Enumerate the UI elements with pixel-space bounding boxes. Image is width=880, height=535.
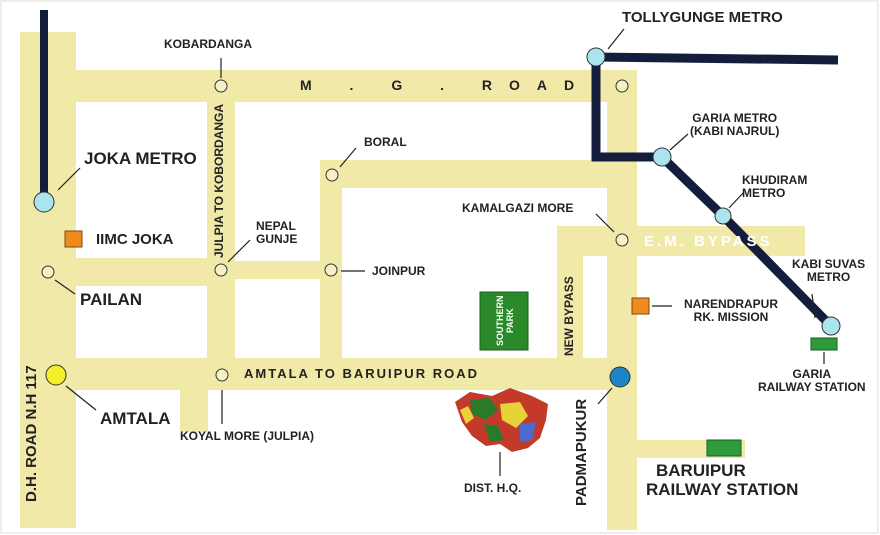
koyal-more-junction <box>215 368 229 382</box>
dist-hq-label: DIST. H.Q. <box>464 481 522 495</box>
iimc-joka-marker <box>64 230 83 248</box>
boral-junction <box>325 168 339 182</box>
metro-lines <box>40 10 839 330</box>
kamalgazi-junction <box>615 233 629 247</box>
garia-railway-station-label-line2: RAILWAY STATION <box>758 380 866 395</box>
baruipur-railway-station-label: BARUIPUR RAILWAY STATION <box>646 461 799 499</box>
julpia-kobordanga-road-label: JULPIA TO KOBORDANGA <box>212 103 226 258</box>
garia-metro-label-line1: GARIA METRO <box>692 111 778 125</box>
padmapukur-label: PADMAPUKUR <box>573 398 590 506</box>
amtala-baruipur-road-label: AMTALA TO BARUIPUR ROAD <box>244 366 479 381</box>
amtala-stub-road <box>180 388 208 432</box>
baruipur-railway-station-label-line1: BARUIPUR <box>656 461 746 480</box>
boral-road-horizontal <box>320 160 637 188</box>
tollygunge-metro-stop <box>586 47 606 67</box>
kabi-suvas-metro-label: KABI SUVAS METRO <box>792 257 866 285</box>
kobardanga-junction <box>214 79 228 93</box>
nepal-gunje-label-line2: GUNJE <box>256 232 298 247</box>
garia-railway-station-marker <box>810 337 838 351</box>
joka-metro-stop <box>33 191 55 213</box>
nepal-gunje-label: NEPAL GUNJE <box>256 219 298 247</box>
baruipur-railway-station-marker <box>706 439 742 457</box>
southern-park-block <box>479 291 529 351</box>
kabi-suvas-metro-label-line2: METRO <box>806 270 851 285</box>
nepal-gunje-label-line1: NEPAL <box>256 219 296 233</box>
mg-road-label: M . G . ROAD <box>300 77 592 93</box>
nepal-gunje-road <box>207 261 342 279</box>
narendrapur-label-line1: NARENDRAPUR <box>684 297 779 311</box>
new-bypass-label: NEW BYPASS <box>562 276 576 356</box>
tollygunge-metro-label: TOLLYGUNGE METRO <box>622 9 783 26</box>
roads-layer <box>20 32 805 530</box>
em-bypass-label: E.M. BYPASS <box>644 233 773 250</box>
joinpur-junction <box>324 263 338 277</box>
khudiram-metro-label-line1: KHUDIRAM <box>742 173 808 187</box>
amtala-label: AMTALA <box>100 409 171 428</box>
dist-hq-map-graphic <box>455 388 548 452</box>
amtala-marker <box>45 364 67 386</box>
kabi-suvas-metro-label-line1: KABI SUVAS <box>792 257 866 271</box>
narendrapur-label-line2: RK. MISSION <box>693 310 769 325</box>
garia-metro-line <box>591 52 839 330</box>
joka-metro-label: JOKA METRO <box>84 149 197 168</box>
khudiram-metro-label: KHUDIRAM METRO <box>742 173 808 201</box>
narendrapur-rk-mission-marker <box>631 297 650 315</box>
kabi-suvas-metro-stop <box>821 316 841 336</box>
narendrapur-label: NARENDRAPUR RK. MISSION <box>684 297 779 325</box>
kamalgazi-more-label: KAMALGAZI MORE <box>462 201 574 215</box>
julpia-kobordanga-road <box>207 70 235 390</box>
iimc-joka-label: IIMC JOKA <box>96 231 174 248</box>
boral-label: BORAL <box>364 135 407 149</box>
khudiram-metro-label-line2: METRO <box>742 186 786 201</box>
new-bypass <box>557 226 583 390</box>
southern-park-label: SOUTHERN PARK <box>495 295 516 346</box>
nepal-gunje-junction <box>214 263 228 277</box>
garia-metro-stop <box>652 147 672 167</box>
leader-lines <box>54 28 825 476</box>
pailan-label: PAILAN <box>80 290 143 309</box>
joinpur-label: JOINPUR <box>372 264 426 278</box>
mg-road-east-junction <box>615 79 629 93</box>
garia-metro-label-line2: (KABI NAJRUL) <box>690 124 780 139</box>
kobardanga-label: KOBARDANGA <box>164 37 252 51</box>
garia-railway-station-label: GARIA RAILWAY STATION <box>758 367 866 395</box>
joka-link-road <box>20 258 235 286</box>
dh-road-label: D.H. ROAD N.H 117 <box>23 365 40 502</box>
koyal-more-label: KOYAL MORE (JULPIA) <box>180 429 315 443</box>
mg-road <box>20 70 637 102</box>
junctions <box>41 79 629 382</box>
padmapukur-marker <box>609 366 631 388</box>
khudiram-metro-stop <box>714 207 732 225</box>
pailan-junction <box>41 265 55 279</box>
garia-metro-label: GARIA METRO (KABI NAJRUL) <box>690 111 780 139</box>
southern-park-label-line2: PARK <box>504 308 515 334</box>
garia-railway-station-label-line1: GARIA <box>792 367 832 381</box>
baruipur-railway-station-label-line2: RAILWAY STATION <box>646 479 799 499</box>
